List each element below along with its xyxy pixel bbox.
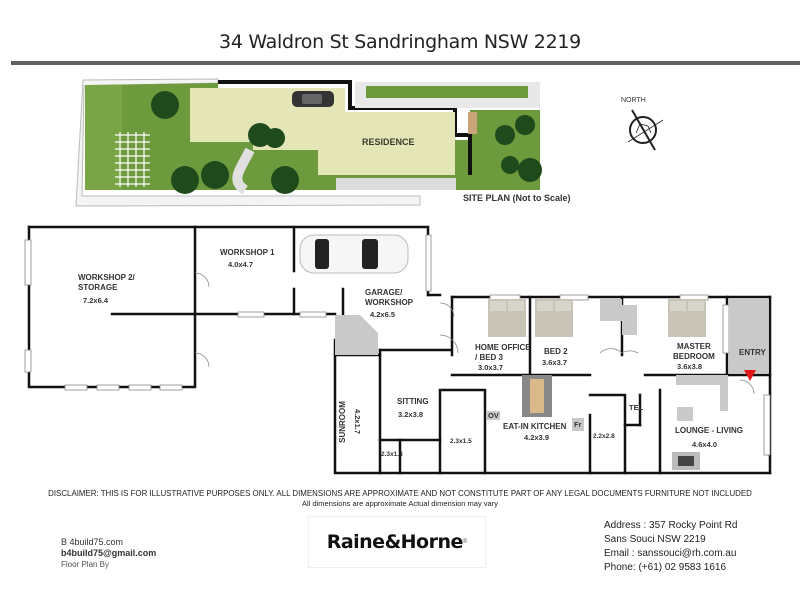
agency-email[interactable]: Email : sanssouci@rh.com.au (604, 548, 737, 559)
room-sitting-dims: 3.2x3.8 (398, 410, 424, 419)
room-workshop-1-dims: 4.0x4.7 (228, 260, 254, 269)
room-kitchen-dims: 4.2x3.9 (524, 433, 550, 442)
agency-address-line1: Address : 357 Rocky Point Rd (604, 520, 738, 531)
agency-contact: Address : 357 Rocky Point Rd Sans Souci … (604, 519, 737, 575)
room-sunroom-dims: 4.2x1.7 (353, 408, 363, 435)
title-divider (11, 61, 800, 65)
agency-logo: Raine&Horne® (308, 516, 486, 568)
room-workshop-1-label: WORKSHOP 1 (220, 248, 275, 257)
room-lounge-dims: 4.6x4.0 (692, 440, 718, 449)
credit-email[interactable]: b4build75@gmail.com (61, 548, 157, 558)
page-title: 34 Waldron St Sandringham NSW 2219 (219, 31, 581, 53)
fridge-label: Fr (572, 418, 584, 431)
entry-arrow-icon (744, 370, 756, 381)
registered-mark: ® (462, 539, 468, 545)
room-bed-2-label: BED 2 (544, 347, 568, 356)
site-plan-caption: SITE PLAN (Not to Scale) (463, 193, 571, 203)
site-plan: RESIDENCE NORTH SITE PLAN (Not to Scale) (0, 0, 800, 215)
room-garage-dims: 4.2x6.5 (370, 310, 396, 319)
room-bathroom-2-dims: 2.2x2.8 (593, 433, 615, 440)
room-workshop-2-dims: 7.2x6.4 (83, 296, 109, 305)
room-lounge-label: LOUNGE - LIVING (675, 426, 743, 435)
room-home-office-label: HOME OFFICE/ BED 3 (475, 343, 531, 362)
north-label: NORTH (621, 97, 646, 104)
site-plan-drawing (75, 78, 664, 207)
credit-website[interactable]: B 4build75.com (61, 537, 124, 547)
disclaimer-subtext: All dimensions are approximate Actual di… (302, 499, 498, 508)
room-master-bedroom-dims: 3.6x3.8 (677, 362, 703, 371)
compass-north-icon (627, 109, 664, 151)
disclaimer-text: DISCLAIMER: THIS IS FOR ILLUSTRATIVE PUR… (48, 488, 752, 498)
agency-logo-text: Raine&Horne (326, 531, 464, 553)
room-workshop-2-label: WORKSHOP 2/STORAGE (78, 273, 135, 292)
floor-plan: WORKSHOP 2/STORAGE 7.2x6.4 WORKSHOP 1 4.… (0, 215, 800, 485)
car-icon (299, 234, 409, 274)
room-sitting-label: SITTING (397, 397, 429, 406)
room-entry-label: ENTRY (739, 348, 766, 357)
room-bed-2-dims: 3.6x3.7 (542, 358, 568, 367)
residence-label: RESIDENCE (362, 137, 415, 147)
floor-plan-drawing (24, 225, 772, 475)
room-home-office-dims: 3.0x3.7 (478, 363, 504, 372)
room-kitchen-label: EAT-IN KITCHEN (503, 422, 567, 431)
credit-label: Floor Plan By (61, 560, 110, 569)
floor-plan-credit: B 4build75.com b4build75@gmail.com Floor… (61, 537, 156, 570)
oven-label: OV (487, 411, 500, 420)
room-garage-label: GARAGE/WORKSHOP (365, 288, 413, 307)
room-sunroom-label: SUNROOM (337, 401, 347, 443)
room-laundry-dims: 2.3x1.4 (381, 451, 403, 458)
agency-phone[interactable]: Phone: (+61) 02 9583 1616 (604, 562, 727, 573)
room-bathroom-1-dims: 2.3x1.5 (450, 438, 472, 445)
agency-address-line2: Sans Souci NSW 2219 (604, 534, 706, 545)
telephone-label: TEL (629, 403, 644, 412)
